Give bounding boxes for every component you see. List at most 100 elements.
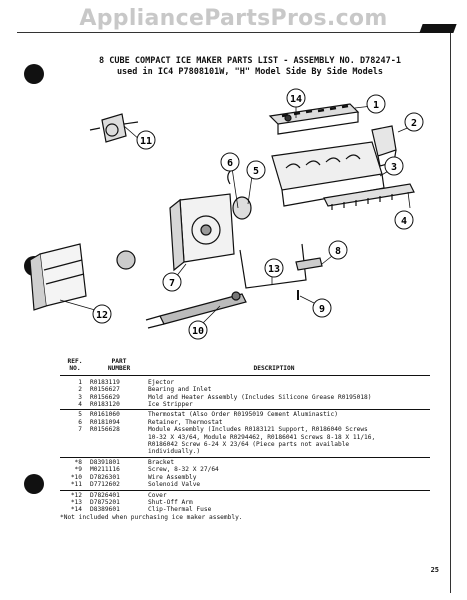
table-row: *12 D7826401 Cover — [60, 492, 430, 499]
part-number: R0156628 — [90, 426, 120, 434]
page-border — [17, 32, 451, 593]
row-rule — [60, 489, 430, 491]
table-row: 5 R0161060 Thermostat (Also Order R0195019… — [60, 411, 430, 418]
callout-6: 6 — [220, 152, 240, 172]
callout-7: 7 — [162, 272, 182, 292]
callout-5: 5 — [246, 160, 266, 180]
description: Shut-Off Arm — [148, 498, 193, 506]
ref-number: *9 — [74, 466, 82, 474]
svg-text:7: 7 — [169, 278, 175, 289]
description: Cover — [148, 491, 167, 499]
footnote: *Not included when purchasing ice maker … — [60, 514, 243, 521]
callout-2: 2 — [404, 112, 424, 132]
part-number: D7712602 — [90, 481, 120, 489]
description: Retainer, Thermostat — [148, 418, 223, 426]
callout-12: 12 — [92, 304, 112, 324]
svg-text:14: 14 — [290, 94, 302, 105]
svg-text:6: 6 — [227, 158, 233, 169]
svg-text:13: 13 — [268, 264, 280, 275]
part-number: R0161060 — [90, 411, 120, 419]
ref-number: 7 — [78, 426, 82, 434]
title-line-2: used in IC4 P7808101W, "H" Model Side By… — [116, 67, 384, 77]
svg-text:10: 10 — [192, 326, 204, 337]
description: Ice Stripper — [148, 401, 193, 409]
table-row: *8 D8391801 Bracket — [60, 459, 430, 466]
table-row: *11 D7712602 Solenoid Valve — [60, 481, 430, 488]
svg-text:8: 8 — [335, 246, 341, 257]
header-part-number: PART NUMBER — [107, 358, 131, 373]
svg-text:4: 4 — [401, 216, 407, 227]
page-number: 25 — [430, 566, 439, 574]
header-description: DESCRIPTION — [253, 365, 295, 372]
exploded-parts-diagram: 1 2 3 4 5 6 7 8 9 10 11 12 13 14 — [29, 88, 424, 340]
table-row: 7 R0156628 Module Assembly (Includes R0183… — [60, 426, 430, 456]
svg-text:5: 5 — [253, 166, 259, 177]
row-rule — [60, 456, 430, 458]
table-row: *10 D7826301 Wire Assembly — [60, 474, 430, 481]
title-line-1: 8 CUBE COMPACT ICE MAKER PARTS LIST - AS… — [99, 56, 401, 66]
part-number: D7875201 — [90, 498, 120, 506]
part-number: D7826301 — [90, 473, 120, 481]
description: Clip-Thermal Fuse — [148, 506, 212, 514]
ref-number: *13 — [70, 498, 82, 506]
description: Module Assembly (Includes R0183121 Suppo… — [148, 426, 376, 456]
part-number: R0183119 — [90, 378, 120, 386]
part-number: D8389601 — [90, 506, 120, 514]
callout-9: 9 — [312, 298, 332, 318]
ref-number: *8 — [74, 458, 82, 466]
parts-list-title: 8 CUBE COMPACT ICE MAKER PARTS LIST - AS… — [60, 56, 440, 78]
description: Wire Assembly — [148, 473, 197, 481]
callout-4: 4 — [394, 210, 414, 230]
ref-number: *14 — [70, 506, 82, 514]
table-row: 3 R0156629 Mold and Heater Assembly (Inclu… — [60, 394, 430, 401]
part-number: R0156629 — [90, 393, 120, 401]
ref-number: 4 — [78, 401, 82, 409]
punch-hole-bottom — [24, 474, 44, 494]
part-number: R0183120 — [90, 401, 120, 409]
ref-number: *10 — [70, 473, 82, 481]
callout-3: 3 — [384, 156, 404, 176]
table-row: 2 R0156627 Bearing and Inlet — [60, 386, 430, 393]
table-row: *13 D7875201 Shut-Off Arm — [60, 499, 430, 506]
svg-text:12: 12 — [96, 310, 108, 321]
callout-14: 14 — [286, 88, 306, 108]
part-number: D7826401 — [90, 491, 120, 499]
ref-number: 5 — [78, 411, 82, 419]
callout-8: 8 — [328, 240, 348, 260]
part-number: D8391801 — [90, 458, 120, 466]
callout-13: 13 — [264, 258, 284, 278]
ref-number: 1 — [78, 378, 82, 386]
description: Solenoid Valve — [148, 481, 201, 489]
description: Thermostat (Also Order R0195019 Cement A… — [148, 411, 338, 419]
table-row: *14 D8389601 Clip-Thermal Fuse — [60, 506, 430, 513]
ref-number: 3 — [78, 393, 82, 401]
callout-1: 1 — [366, 94, 386, 114]
part-number: M0211116 — [90, 466, 120, 474]
svg-text:9: 9 — [319, 304, 325, 315]
description: Bracket — [148, 458, 175, 466]
table-row: *9 M0211116 Screw, 8-32 X 27/64 — [60, 466, 430, 473]
ref-number: 2 — [78, 386, 82, 394]
watermark: AppliancePartsPros.com — [79, 6, 388, 31]
callout-11: 11 — [136, 130, 156, 150]
part-number: R0181094 — [90, 418, 120, 426]
ref-number: *11 — [70, 481, 82, 489]
callout-10: 10 — [188, 320, 208, 340]
svg-text:2: 2 — [411, 118, 417, 129]
header-ref-no: REF. NO. — [67, 358, 83, 373]
ref-number: 6 — [78, 418, 82, 426]
svg-text:1: 1 — [373, 100, 379, 111]
description: Mold and Heater Assembly (Includes Silic… — [148, 393, 372, 401]
description: Bearing and Inlet — [148, 386, 212, 394]
table-header: REF. NO. PART NUMBER DESCRIPTION — [60, 358, 430, 373]
part-number: R0156627 — [90, 386, 120, 394]
header-rule — [60, 374, 430, 376]
svg-text:3: 3 — [391, 162, 397, 173]
svg-text:11: 11 — [140, 136, 152, 147]
ref-number: *12 — [70, 491, 82, 499]
corner-mark — [419, 24, 457, 33]
description: Screw, 8-32 X 27/64 — [148, 466, 219, 474]
